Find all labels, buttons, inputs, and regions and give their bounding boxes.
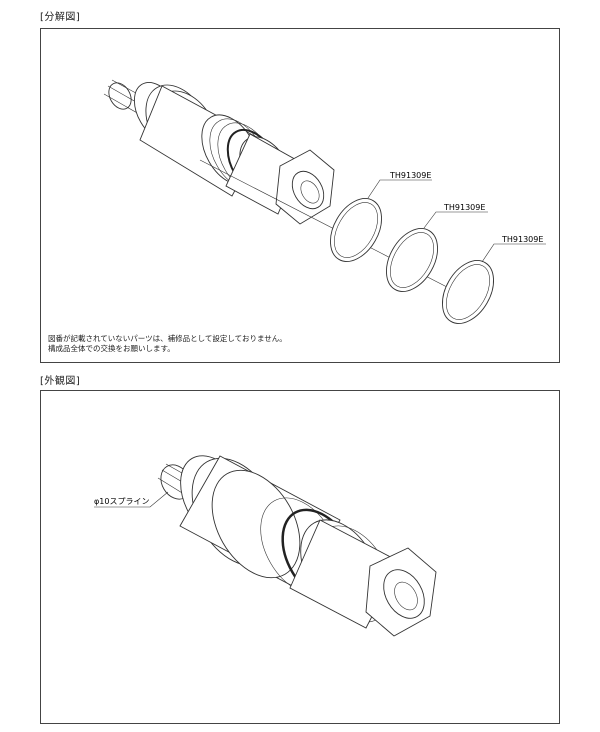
exploded-notes: 図番が記載されていないパーツは、補修品として設定しておりません。 構成品全体での… xyxy=(48,334,287,354)
spline-callout: φ10スプライン xyxy=(94,497,149,506)
o-ring-3 xyxy=(442,260,494,324)
o-ring-1 xyxy=(330,198,382,262)
cartridge-exterior xyxy=(157,455,437,637)
part-label-o-ring-1: TH91309E xyxy=(389,171,431,180)
exploded-section-title: [分解図] xyxy=(40,12,81,23)
part-label-o-ring-2: TH91309E xyxy=(443,203,485,212)
part-label-o-ring-3: TH91309E xyxy=(501,235,543,244)
note-line-2: 構成品全体での交換をお願いします。 xyxy=(48,344,175,353)
note-line-1: 図番が記載されていないパーツは、補修品として設定しておりません。 xyxy=(48,334,287,343)
exterior-view-panel xyxy=(40,390,560,724)
exterior-section-title: [外観図] xyxy=(40,376,81,387)
cartridge-exploded xyxy=(103,79,335,225)
o-ring-2 xyxy=(386,228,438,292)
